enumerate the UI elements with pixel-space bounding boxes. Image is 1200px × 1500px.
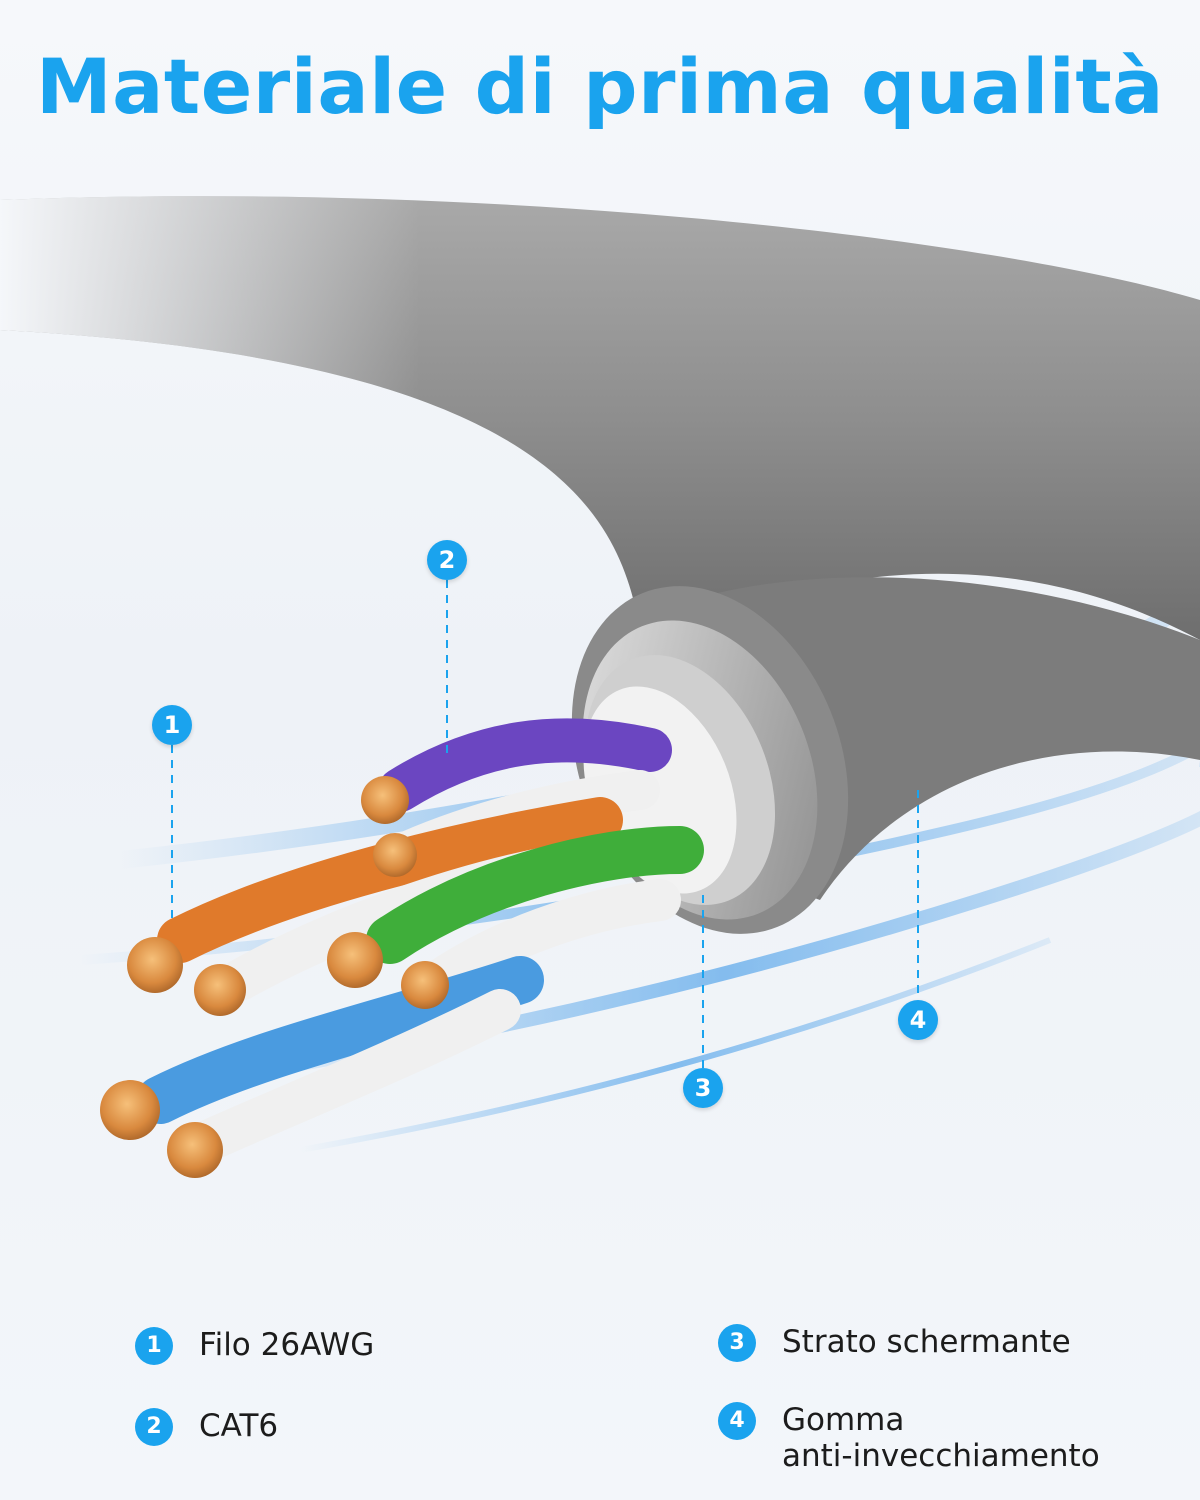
page-title: Materiale di prima qualità	[36, 42, 1164, 131]
legend-item-1: 1 Filo 26AWG	[135, 1327, 374, 1365]
legend-number: 4	[718, 1402, 756, 1440]
legend-number: 3	[718, 1324, 756, 1362]
callout-marker-1: 1	[152, 705, 192, 745]
legend-number: 2	[135, 1408, 173, 1446]
legend-label: CAT6	[199, 1408, 279, 1444]
legend-label: Strato schermante	[782, 1324, 1071, 1360]
legend-item-3: 3 Strato schermante	[718, 1324, 1071, 1362]
copper-conductors	[100, 776, 449, 1178]
callout-marker-2: 2	[427, 540, 467, 580]
leader-lines	[171, 580, 919, 1068]
callout-marker-4: 4	[898, 1000, 938, 1040]
callout-marker-3: 3	[683, 1068, 723, 1108]
legend-number: 1	[135, 1327, 173, 1365]
legend-label: Filo 26AWG	[199, 1327, 375, 1363]
twisted-pairs	[136, 718, 704, 1161]
legend-item-2: 2 CAT6	[135, 1408, 278, 1446]
